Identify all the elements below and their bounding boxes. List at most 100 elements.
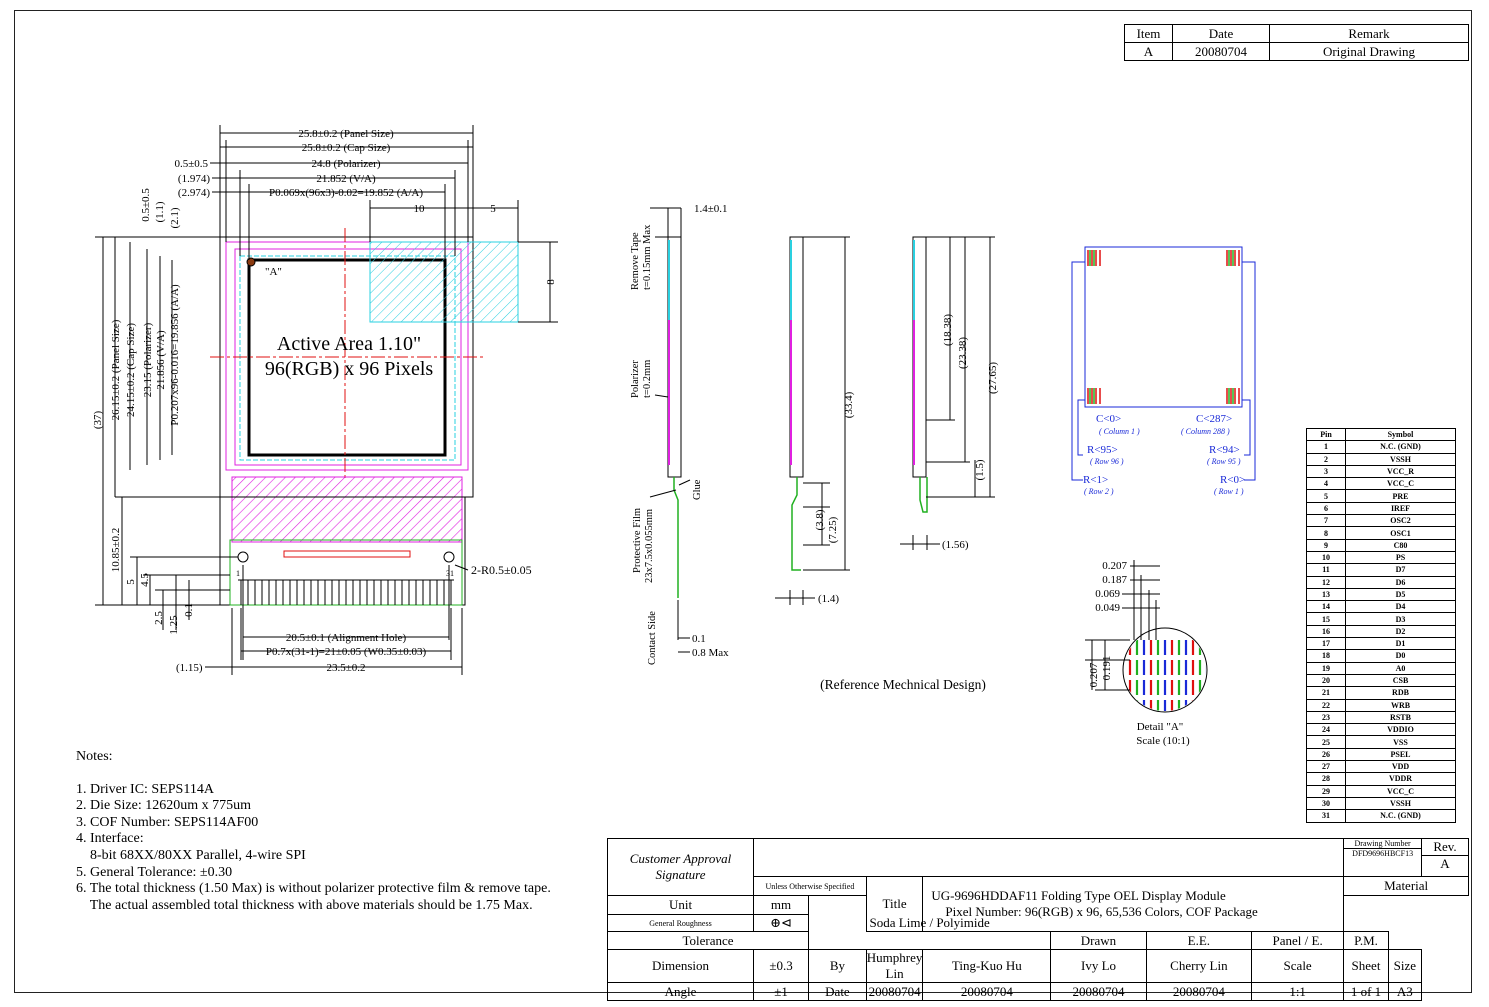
side-dim-01: 0.1 (692, 633, 706, 645)
rev-item: A (1124, 42, 1173, 61)
pin-symbol: D3 (1345, 612, 1456, 626)
pin-symbol: D2 (1345, 624, 1456, 639)
title-line-2: Pixel Number: 96(RGB) x 96, 65,536 Color… (945, 904, 1258, 919)
label-r1: R<1> (1083, 474, 1108, 486)
pin-symbol: PRE (1345, 489, 1456, 503)
roughness-label: General Roughness (607, 914, 754, 932)
side-view (649, 207, 691, 653)
active-area-title: Active Area 1.10" (277, 333, 421, 355)
label-c287: C<287> (1196, 413, 1232, 425)
unless-specified: Unless Otherwise Specified (753, 876, 867, 896)
pin-symbol: VSSH (1345, 452, 1456, 466)
folded-view-1 (775, 236, 850, 605)
pin-symbol: VCC_R (1345, 464, 1456, 479)
pin-symbol: CSB (1345, 673, 1456, 688)
pin-symbol: IREF (1345, 501, 1456, 516)
date-panel: 20080704 (1050, 982, 1147, 1001)
pin-symbol: D6 (1345, 575, 1456, 589)
dim-tl-0: 0.5±0.5 (174, 158, 208, 170)
detail-dim-2: 0.069 (1095, 588, 1120, 600)
dim-panel-size: 25.8±0.2 (Panel Size) (298, 128, 394, 140)
signature-label: Signature (655, 867, 706, 882)
label-c287-sub: ( Column 288 ) (1181, 427, 1230, 436)
blank-area (752, 838, 1345, 877)
front-view (95, 125, 558, 675)
ic-area (231, 476, 463, 543)
pin-symbol: C80 (1345, 538, 1456, 552)
dim-ll-2: 4.5 (139, 573, 151, 587)
remove-tape-label: Remove Tape (630, 232, 641, 290)
pixel-map-labels: C<0> ( Column 1 ) C<287> ( Column 288 ) … (1083, 413, 1245, 496)
dim-l-0: (37) (92, 411, 104, 430)
dimension-tol: ±0.3 (752, 949, 810, 983)
pin-number: 2 (1306, 452, 1346, 466)
remove-tape-thickness: t=0.15mm Max (642, 224, 653, 290)
polarizer-outline (225, 241, 469, 471)
dimension-label: Dimension (607, 949, 754, 983)
pin-symbol: VDDR (1345, 772, 1456, 786)
rev-label: Rev. (1433, 839, 1457, 854)
dim-ll-3: 2.5 (153, 611, 165, 625)
label-r95-sub: ( Row 96 ) (1090, 457, 1124, 466)
customer-approval-label: Customer Approval (629, 851, 732, 866)
pin-symbol: VDD (1345, 760, 1456, 774)
protective-film-size: 23x7.5x0.055mm (644, 509, 655, 583)
name-panel: Ivy Lo (1050, 949, 1147, 983)
pin-header-symbol: Symbol (1345, 427, 1456, 442)
dim-ls-0: 0.5±0.5 (140, 188, 152, 222)
notes-heading: Notes: (76, 749, 113, 764)
dim-tr-5: 5 (490, 203, 496, 215)
view-area (239, 255, 456, 461)
label-r0-sub: ( Row 1 ) (1214, 487, 1244, 496)
note-4: 4. Interface: (76, 831, 144, 847)
material-value: Soda Lime / Polyimide (808, 895, 1052, 950)
date-ee: 20080704 (922, 982, 1052, 1001)
note-2: 2. Die Size: 12620um x 775um (76, 798, 251, 814)
pin-symbol: VSS (1345, 735, 1456, 749)
fold-dim-725: (7.25) (827, 516, 839, 543)
role-drawn: Drawn (1050, 931, 1147, 950)
pin-number: 3 (1306, 464, 1346, 479)
note-3: 3. COF Number: SEPS114AF00 (76, 814, 259, 830)
fold-dim-2338: (23.38) (957, 337, 969, 369)
angle-label: Angle (607, 982, 754, 1001)
glue-label: Glue (692, 479, 703, 500)
detail-dim-5: 0.191 (1101, 656, 1113, 681)
material-label: Material (1343, 876, 1469, 896)
pin-symbol: RDB (1345, 686, 1456, 700)
note-4-detail: 8-bit 68XX/80XX Parallel, 4-wire SPI (76, 847, 306, 863)
pin-symbol: D1 (1345, 637, 1456, 651)
fold-dim-15: (1.5) (974, 459, 986, 480)
name-ee: Ting-Kuo Hu (922, 949, 1052, 983)
pin-symbol: D5 (1345, 587, 1456, 602)
role-panel: Panel / E. (1250, 931, 1345, 950)
pin-number: 21 (1306, 686, 1346, 700)
title-block: Customer Approval Signature Drawing Numb… (606, 838, 1469, 1001)
fold-dim-38: (3.8) (814, 509, 826, 530)
pin-number: 12 (1306, 575, 1346, 589)
drawing-number: DFD9696HBCF13 (1344, 848, 1421, 858)
pin-number: 15 (1306, 612, 1346, 626)
pin-number: 20 (1306, 673, 1346, 688)
detail-dim-1: 0.187 (1102, 574, 1127, 586)
pin-symbol: OSC2 (1345, 514, 1456, 528)
fold-dim-14: (1.4) (818, 593, 839, 605)
fold-dim-334: (33.4) (843, 391, 855, 418)
pin-number: 17 (1306, 637, 1346, 651)
pin-number: 28 (1306, 772, 1346, 786)
pin-number: 11 (1306, 563, 1346, 577)
pin-number: 1 (1306, 440, 1346, 454)
notes: Notes: 1. Driver IC: SEPS114A 2. Die Siz… (76, 749, 551, 914)
pin-number: 9 (1306, 538, 1346, 552)
pin-number: 26 (1306, 747, 1346, 762)
dim-ls-2: (2.1) (169, 207, 181, 228)
pin-number: 6 (1306, 501, 1346, 516)
